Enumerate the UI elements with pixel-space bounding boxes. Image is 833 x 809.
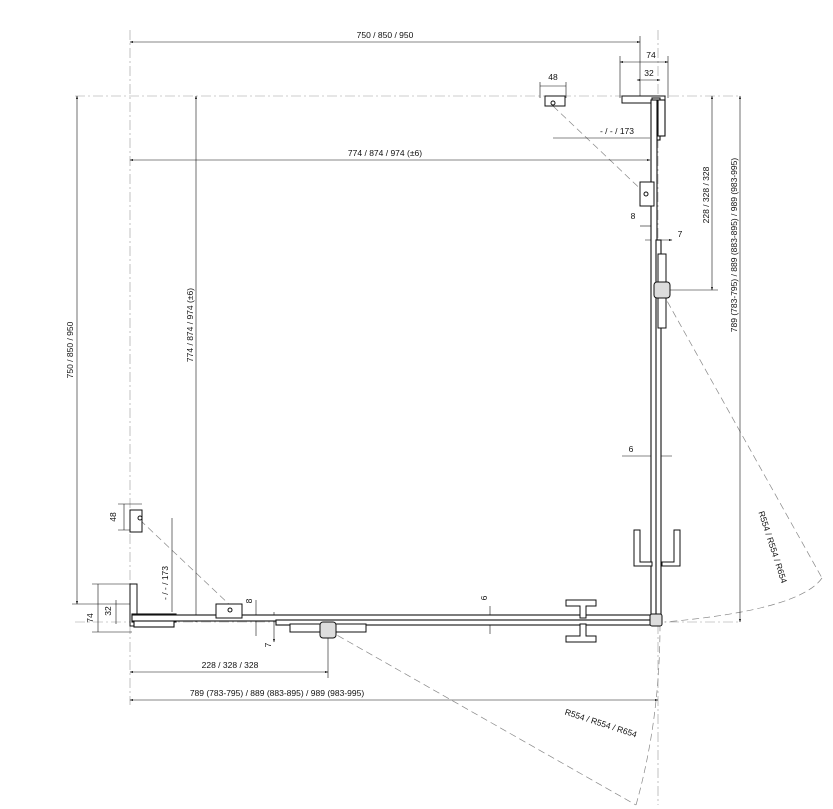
right-door-swing-line — [661, 291, 823, 579]
top-dimensions: 750 / 850 / 950 74 32 48 - / - / 173 774… — [129, 30, 669, 162]
bottom-228-dimension: 228 / 328 / 328 — [202, 660, 259, 670]
right-door-hinge — [653, 281, 671, 299]
right-radius-dimension: R554 / R554 / R654 — [756, 510, 789, 585]
corner-connector — [649, 613, 663, 627]
bottom-radius-dimension: R554 / R554 / R654 — [564, 707, 639, 740]
top-width-dimension: 750 / 850 / 950 — [357, 30, 414, 40]
right-bracket-left — [633, 529, 653, 567]
top-offset-dimension: - / - / 173 — [600, 126, 634, 136]
bottom-7-dimension: 7 — [263, 642, 273, 647]
left-48-dimension: 48 — [108, 512, 118, 522]
bottom-door-hinge — [319, 621, 337, 639]
left-32-dimension: 32 — [103, 606, 113, 616]
right-6-dimension: 6 — [629, 444, 634, 454]
left-dimensions: 750 / 850 / 950 774 / 874 / 974 (±6) 48 … — [65, 95, 198, 633]
bottom-door-swing-line — [327, 629, 637, 806]
top-32-dimension: 32 — [644, 68, 654, 78]
bottom-8-dimension: 8 — [244, 598, 254, 603]
bottom-door-swing-arc — [635, 624, 661, 806]
left-74-dimension: 74 — [85, 613, 95, 623]
top-48-dimension: 48 — [548, 72, 558, 82]
right-8-dimension: 8 — [631, 211, 636, 221]
bottom-bracket-bottom — [565, 623, 597, 643]
reference-lines — [75, 30, 823, 806]
right-bracket-right — [661, 529, 681, 567]
top-wall-fitting — [544, 95, 566, 107]
right-outer-dimension: 789 (783-795) / 889 (883-895) / 989 (983… — [729, 158, 739, 333]
left-offset-dimension: - / - / 173 — [160, 566, 170, 600]
top-74-dimension: 74 — [646, 50, 656, 60]
bottom-6-dimension: 6 — [479, 595, 489, 600]
bottom-bracket-top — [565, 599, 597, 619]
inner-width-dimension: 774 / 874 / 974 (±6) — [348, 148, 422, 158]
right-228-dimension: 228 / 328 / 328 — [701, 166, 711, 223]
bottom-outer-dimension: 789 (783-795) / 889 (883-895) / 989 (983… — [190, 688, 365, 698]
left-wall-fitting — [129, 509, 143, 533]
enclosure-profiles — [129, 95, 681, 643]
right-7-dimension: 7 — [678, 229, 683, 239]
inner-height-dimension: 774 / 874 / 974 (±6) — [185, 288, 195, 362]
right-dimensions: 228 / 328 / 328 789 (783-795) / 889 (883… — [622, 95, 789, 623]
right-door-swing-arc — [664, 577, 823, 623]
left-height-dimension: 750 / 850 / 950 — [65, 321, 75, 378]
